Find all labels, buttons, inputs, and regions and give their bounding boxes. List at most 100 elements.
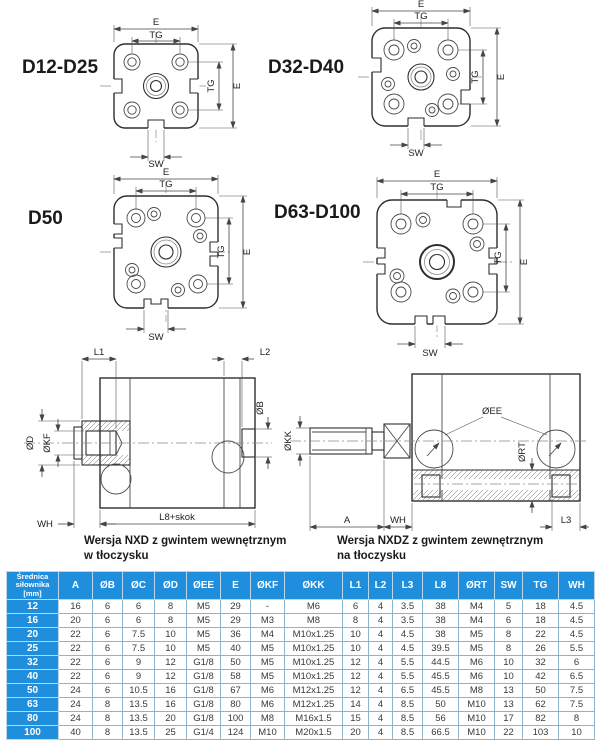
table-cell: 6 (122, 599, 155, 614)
table-cell: M12x1.25 (284, 697, 343, 712)
dimension-lines: E TG E TG SW (371, 0, 507, 159)
table-cell: M6 (250, 697, 285, 712)
row-diameter-header: 20 (6, 627, 59, 642)
center-bore (419, 244, 455, 280)
dim-label-sw: SW (422, 348, 437, 359)
row-diameter-header: 50 (6, 683, 59, 698)
table-cell: 4.5 (392, 627, 423, 642)
table-cell: 6.5 (392, 683, 423, 698)
table-cell: 8 (92, 697, 123, 712)
dimension-lines: E TG E TG SW (113, 167, 253, 343)
table-cell: 56 (422, 711, 459, 726)
table-cell: 15 (342, 711, 369, 726)
table-cell: 16 (154, 683, 187, 698)
row-diameter-header: 80 (6, 711, 59, 726)
table-cell: 8.5 (392, 711, 423, 726)
table-column-header: ØKF (250, 571, 285, 600)
dim-label-l1: L1 (94, 347, 105, 358)
table-column-header: E (220, 571, 251, 600)
caption-nxd: Wersja NXD z gwintem wewnętrznym w tłocz… (84, 534, 334, 564)
port-circles (414, 429, 576, 469)
table-cell: 10.5 (122, 683, 155, 698)
table-cell: 4 (368, 725, 393, 740)
table-cell: M4 (250, 627, 285, 642)
table-cell: 4.5 (558, 613, 595, 628)
table-column-header: ØC (122, 571, 155, 600)
d32-d40-front-view: E TG E TG SW (358, 0, 507, 159)
table-cell: M4 (458, 613, 495, 628)
table-column-header: TG (522, 571, 559, 600)
table-cell: 6 (122, 613, 155, 628)
table-cell: 13 (494, 697, 523, 712)
dimension-lines: E TG E TG SW (113, 17, 243, 170)
table-cell: 22 (522, 627, 559, 642)
table-cell: M5 (250, 669, 285, 684)
table-cell: 29 (220, 599, 251, 614)
table-cell: 7.5 (558, 683, 595, 698)
table-cell: 6 (92, 641, 123, 656)
table-cell: 10 (494, 669, 523, 684)
dim-label-e-right: E (242, 249, 253, 255)
table-cell: G1/8 (186, 669, 221, 684)
table-column-header: ØKK (284, 571, 343, 600)
table-cell: M10 (458, 697, 495, 712)
screw-holes (123, 53, 189, 119)
table-cell: 4 (368, 711, 393, 726)
table-cell: 5.5 (558, 641, 595, 656)
table-cell: M5 (458, 641, 495, 656)
dim-label-tg-top: TG (414, 11, 427, 22)
table-cell: 10 (342, 627, 369, 642)
table-cell: M8 (284, 613, 343, 628)
table-cell: 22 (58, 655, 93, 670)
table-cell: 10 (154, 627, 187, 642)
table-cell: 22 (58, 669, 93, 684)
table-cell: 4 (368, 627, 393, 642)
table-column-header: ØRT (458, 571, 495, 600)
d12-d25-front-view: E TG E TG SW (100, 17, 243, 170)
table-cell: M8 (250, 711, 285, 726)
table-cell: 10 (342, 641, 369, 656)
table-cell: 20 (342, 725, 369, 740)
table-cell: 4 (368, 641, 393, 656)
view-title-d50: D50 (28, 208, 63, 229)
table-cell: - (250, 599, 285, 614)
table-cell: 4 (368, 669, 393, 684)
table-cell: 8 (92, 711, 123, 726)
table-cell: 18 (522, 613, 559, 628)
view-title-d32-d40: D32-D40 (268, 57, 345, 78)
dim-label-e-top: E (418, 0, 424, 10)
table-cell: M6 (250, 683, 285, 698)
dim-label-okf: ØKF (42, 433, 53, 453)
dim-label-tg-top: TG (430, 182, 443, 193)
table-cell: 13.5 (122, 711, 155, 726)
table-cell: M3 (250, 613, 285, 628)
dim-label-a: A (344, 515, 351, 526)
table-cell: M20x1.5 (284, 725, 343, 740)
table-cell: 22 (58, 627, 93, 642)
dim-label-tg-right: TG (470, 70, 481, 83)
table-cell: 62 (522, 697, 559, 712)
table-cell: 6 (92, 683, 123, 698)
table-cell: 4.5 (558, 627, 595, 642)
table-cell: 50 (220, 655, 251, 670)
dim-label-e-top: E (163, 167, 169, 178)
table-cell: 3.5 (392, 613, 423, 628)
table-cell: 10 (558, 725, 595, 740)
table-cell: 8.5 (392, 697, 423, 712)
table-cell: M10x1.25 (284, 655, 343, 670)
table-cell: M5 (186, 641, 221, 656)
table-cell: 8 (154, 613, 187, 628)
table-cell: G1/4 (186, 725, 221, 740)
dim-label-tg-right: TG (206, 79, 217, 92)
table-cell: 18 (522, 599, 559, 614)
dim-label-sw: SW (148, 159, 163, 170)
table-cell: M5 (186, 599, 221, 614)
